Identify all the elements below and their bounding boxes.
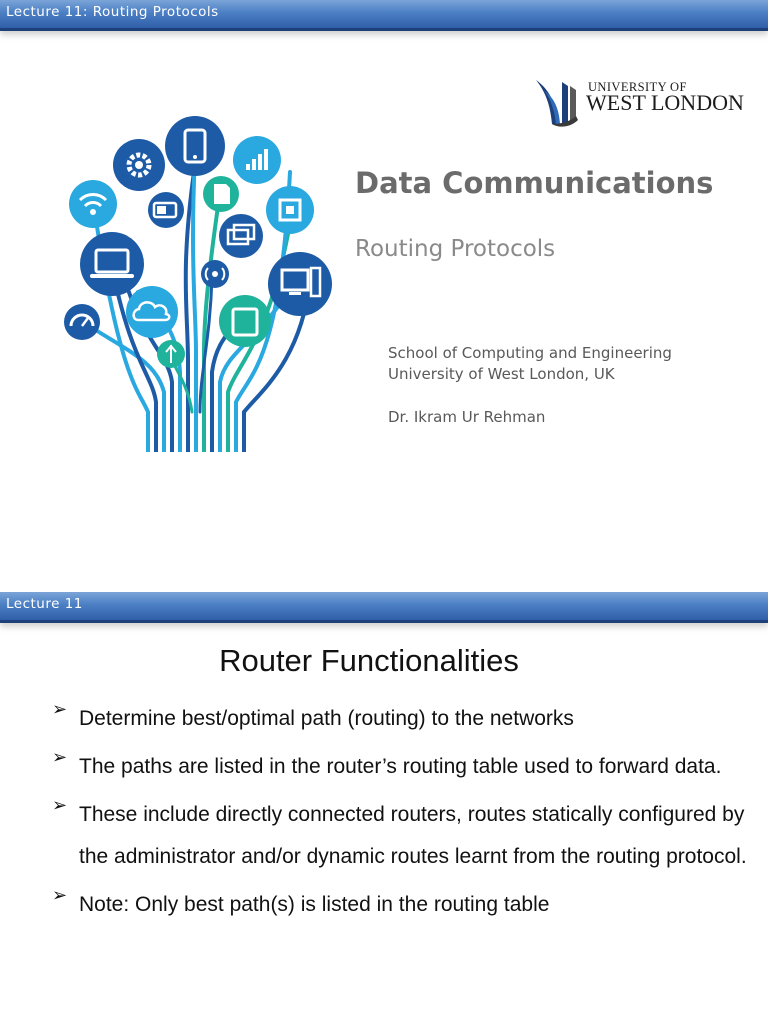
gear-icon: [113, 139, 165, 191]
cloud-icon: [126, 286, 178, 338]
chip-icon: [266, 186, 314, 234]
logo-text-line2: WEST LONDON: [586, 90, 744, 115]
bullet-item: ➢ These include directly connected route…: [52, 794, 752, 878]
slide-title: Router Functionalities: [219, 643, 519, 678]
wifi-icon: [69, 180, 117, 228]
university-name: University of West London, UK: [388, 365, 615, 383]
uwl-emblem-icon: [536, 80, 578, 127]
university-logo: UNIVERSITY OF WEST LONDON: [534, 76, 760, 130]
gauge-icon: [64, 304, 100, 340]
slide-header: Lecture 11: Routing Protocols: [0, 0, 768, 31]
bullet-list: ➢ Determine best/optimal path (routing) …: [52, 699, 752, 942]
broadcast-icon: [201, 260, 229, 288]
slide-header: Lecture 11: [0, 592, 768, 623]
bullet-arrow-icon: ➢: [52, 795, 68, 816]
presentation-title: Data Communications: [355, 166, 714, 200]
bullet-item: ➢ Note: Only best path(s) is listed in t…: [52, 884, 752, 926]
content-slide: Lecture 11 Router Functionalities ➢ Dete…: [0, 592, 768, 1024]
tablet-icon: [219, 295, 271, 347]
bullet-text: The paths are listed in the router’s rou…: [79, 755, 722, 778]
header-text: Lecture 11: Routing Protocols: [6, 4, 219, 20]
laptop-icon: [80, 232, 144, 296]
bullet-text: Note: Only best path(s) is listed in the…: [79, 893, 550, 916]
windows-icon: [219, 214, 263, 258]
presentation-subtitle: Routing Protocols: [355, 236, 556, 262]
bullet-item: ➢ The paths are listed in the router’s r…: [52, 746, 752, 788]
bullet-item: ➢ Determine best/optimal path (routing) …: [52, 698, 752, 740]
usb-icon: [157, 340, 185, 368]
signal-bars-icon: [233, 136, 281, 184]
title-slide: Lecture 11: Routing Protocols UNIVERSITY…: [0, 0, 768, 452]
school-name: School of Computing and Engineering: [388, 344, 672, 362]
author-name: Dr. Ikram Ur Rehman: [388, 408, 546, 426]
sd-card-icon: [203, 176, 239, 212]
battery-icon: [148, 192, 184, 228]
bullet-text: These include directly connected routers…: [79, 803, 747, 868]
bullet-arrow-icon: ➢: [52, 699, 68, 720]
desktop-icon: [268, 252, 332, 316]
header-text: Lecture 11: [6, 596, 83, 612]
technology-tree-illustration: [64, 116, 332, 452]
logo-text-line1: UNIVERSITY OF: [588, 80, 687, 94]
bullet-arrow-icon: ➢: [52, 747, 68, 768]
bullet-arrow-icon: ➢: [52, 885, 68, 906]
phone-icon: [165, 116, 225, 176]
bullet-text: Determine best/optimal path (routing) to…: [79, 707, 574, 730]
